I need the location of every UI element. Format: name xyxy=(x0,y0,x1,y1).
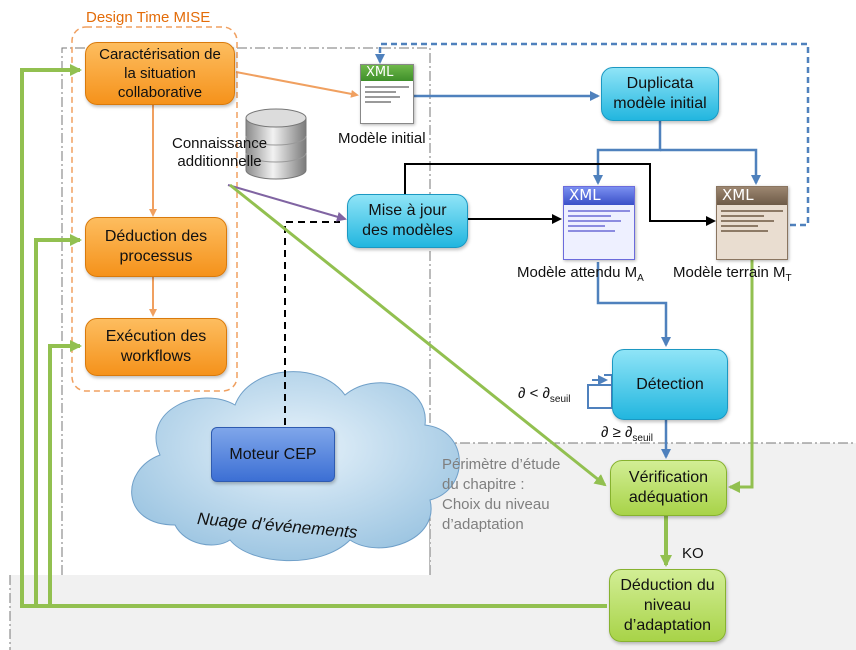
execution-workflows-box: Exécution des workflows xyxy=(85,318,227,376)
connaissance-label: Connaissance additionnelle xyxy=(172,135,268,170)
modele-initial-label: Modèle initial xyxy=(338,130,426,147)
verification-box: Vérification adéquation xyxy=(610,460,727,516)
seuil-ge-label: ∂ ≥ ∂seuil xyxy=(601,424,653,444)
seuil-lt-label: ∂ < ∂seuil xyxy=(518,385,571,405)
design-time-frame xyxy=(71,26,238,392)
mise-a-jour-box: Mise à jour des modèles xyxy=(347,194,468,248)
modele-attendu-label: Modèle attendu MA xyxy=(517,264,644,284)
perimetre-label: Périmètre d’étude du chapitre : Choix du… xyxy=(442,456,561,533)
moteur-cep-box: Moteur CEP xyxy=(211,427,335,482)
xml-initial-icon: XML xyxy=(360,64,414,124)
modele-terrain-label: Modèle terrain MT xyxy=(673,264,792,284)
detection-box: Détection xyxy=(612,349,728,420)
design-time-title: Design Time MISE xyxy=(86,9,211,26)
deduction-niveau-box: Déduction du niveau d’adaptation xyxy=(609,569,726,642)
xml-terrain-icon: XML xyxy=(716,186,788,260)
outer-frame xyxy=(61,47,856,576)
deduction-processus-box: Déduction des processus xyxy=(85,217,227,277)
xml-attendu-icon: XML xyxy=(563,186,635,260)
duplicata-box: Duplicata modèle initial xyxy=(601,67,719,121)
database-icon xyxy=(245,108,307,180)
ko-label: KO xyxy=(682,545,704,562)
caracterisation-box: Caractérisation de la situation collabor… xyxy=(85,42,235,105)
